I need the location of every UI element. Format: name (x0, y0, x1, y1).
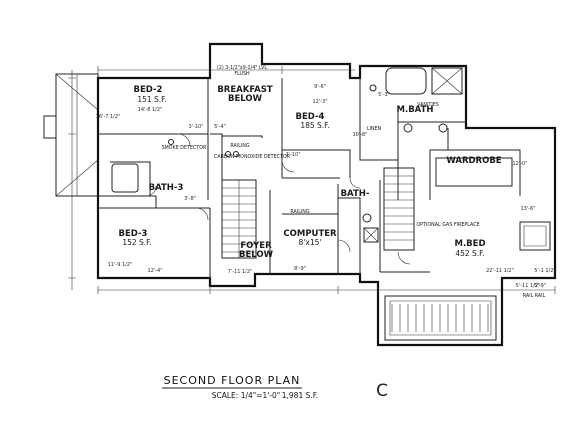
computer-size: 8'x15' (299, 238, 322, 247)
bath-label: BATH- (341, 189, 370, 199)
foyer-sub: BELOW (239, 250, 274, 260)
vanity-label: VANITIES (417, 102, 439, 108)
dim-4: 11'-9 1/2" (108, 262, 133, 268)
mbath-label: M.BATH (397, 105, 434, 115)
fireplace-note: OPTIONAL GAS FIREPLACE (416, 222, 479, 228)
computer-label: COMPUTER (283, 229, 337, 239)
mbed-area: 452 S.F. (455, 249, 484, 258)
dim-5: 7'-11 1/2" (228, 269, 253, 275)
rear-stair (383, 167, 415, 251)
railing-note-2: RAILING (290, 209, 310, 215)
sheet-letter: C (376, 381, 388, 401)
dim-9: 10'-8" (352, 132, 367, 138)
dim-10: 22'-11 1/2" (486, 268, 514, 274)
dim-17: 12'-0" (512, 161, 527, 167)
dim-8: 8'-9" (294, 266, 306, 272)
bed4-label: BED-4 (296, 112, 325, 122)
main-stair (221, 179, 257, 259)
bed3-label: BED-3 (119, 229, 148, 239)
foyer-label: FOYER (240, 241, 272, 251)
dim-14: 2'-10" (285, 152, 300, 158)
dim-18: 13'-6" (520, 206, 535, 212)
dim-13: 5'-3" (378, 92, 390, 98)
dim-6: 12'-4" (147, 268, 162, 274)
bath3-label: BATH-3 (149, 183, 184, 193)
dim-20: 5'-9" (534, 283, 546, 289)
plan-scale: SCALE: 1/4"=1'-0" (212, 391, 281, 400)
door-swings (145, 133, 411, 265)
bed4-area: 185 S.F. (300, 121, 329, 130)
breakfast-label: BREAKFAST (217, 85, 273, 95)
dim-15: 3'-8" (184, 196, 196, 202)
dim-11: 5'-1 1/2" (534, 268, 555, 274)
mbed-label: M.BED (454, 239, 485, 249)
co-detector-note: CARBON MONOXIDE DETECTOR (214, 154, 291, 160)
exterior-walls (96, 42, 557, 347)
rail-note-right: RAIL (535, 293, 546, 299)
wardrobe-label: WARDROBE (446, 156, 501, 166)
rail-note-left: RAIL (523, 293, 534, 299)
bed2-area: 151 S.F. (137, 95, 166, 104)
dim-7: 5'-4" (214, 124, 226, 130)
dim-3: 16'-7 1/2" (96, 114, 121, 120)
bed3-area: 152 S.F. (122, 238, 151, 247)
dim-1: 14'-8 1/2" (138, 107, 163, 113)
dim-19: 5'-11 1/2" (516, 283, 541, 289)
railing-note-1: RAILING (230, 143, 250, 149)
dim-12: 3'-10" (188, 124, 203, 130)
plan-title: SECOND FLOOR PLAN (164, 374, 301, 387)
smoke-detector-note: SMOKE DETECTOR (162, 145, 207, 151)
header-note: (2) 3-1/2"x9-1/4" LVL (217, 65, 268, 71)
breakfast-sub: BELOW (228, 94, 263, 104)
balcony-deck (384, 295, 497, 341)
dim-2: 12'-3" (312, 99, 327, 105)
dim-16: 9'-6" (314, 84, 326, 90)
flush-note: FLUSH (234, 71, 250, 77)
dimension-lines (68, 66, 556, 294)
linen-note: LINEN (367, 126, 382, 132)
bed2-label: BED-2 (134, 85, 163, 95)
bath-fixtures (111, 67, 551, 251)
interior-walls (98, 78, 521, 278)
roof-outline (43, 73, 99, 197)
plan-total-area: 1,981 S.F. (282, 391, 319, 400)
